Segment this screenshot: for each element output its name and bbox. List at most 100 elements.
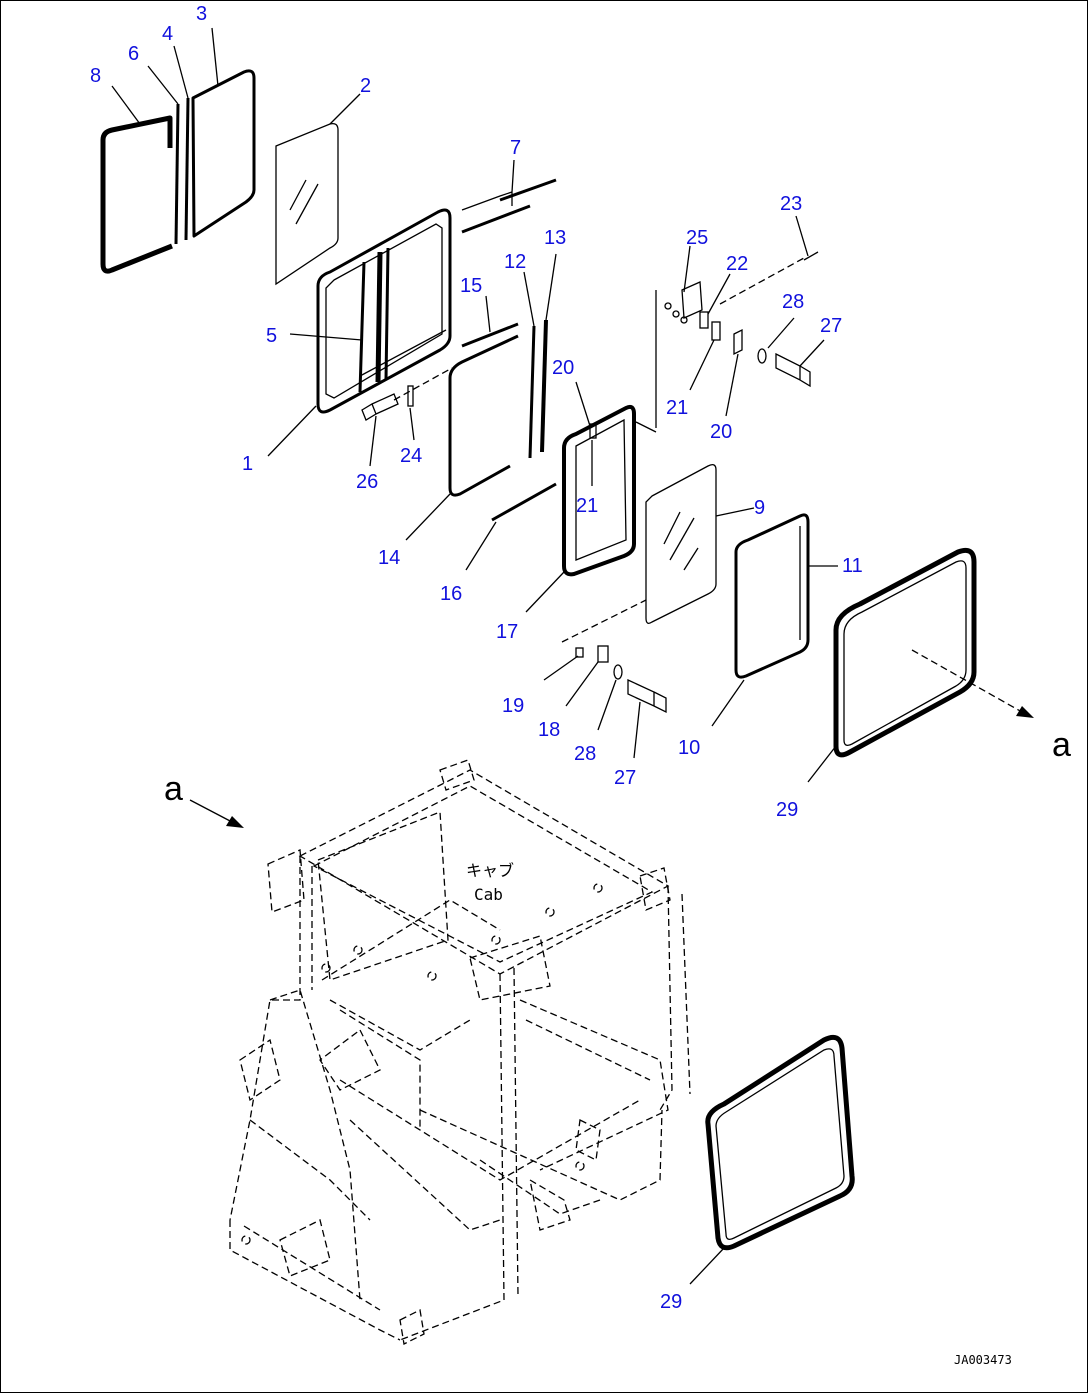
part-17-inner (575, 418, 627, 561)
part-7-strip (461, 204, 531, 234)
part-25-screw (680, 316, 688, 324)
part-7-leader (461, 191, 513, 211)
callout-8: 8 (90, 65, 101, 87)
callout-1: 1 (242, 453, 253, 475)
part-25-bracket (681, 281, 703, 319)
callout-4: 4 (162, 23, 173, 45)
cab-frame (229, 759, 691, 1345)
part-1-inner (325, 223, 443, 399)
part-20-bracket (733, 328, 743, 356)
part-1-divider (384, 247, 390, 381)
part-17-frame (562, 404, 636, 577)
part-26-bolt (361, 393, 399, 421)
part-25-screw (664, 302, 672, 310)
callout-29a: 29 (776, 799, 798, 821)
callout-10: 10 (678, 737, 700, 759)
part-1-rail (359, 329, 447, 377)
part-28-washer (757, 348, 767, 364)
part-6-strip (174, 103, 180, 245)
part-18-clip (597, 645, 609, 663)
part-5-strip (358, 261, 366, 393)
callout-11: 11 (842, 555, 863, 577)
callout-27b: 27 (614, 767, 636, 789)
callout-15: 15 (460, 275, 482, 297)
glass-hatch (289, 179, 307, 211)
part-9-glass (645, 464, 717, 624)
part-15-strip (461, 322, 519, 348)
callout-28a: 28 (782, 291, 804, 313)
callout-29b: 29 (660, 1291, 682, 1313)
part-13-strip (540, 319, 548, 453)
part-27-bolt (775, 352, 811, 388)
part-22-clip (699, 311, 709, 329)
part-1-frame (316, 208, 452, 414)
callout-12: 12 (504, 251, 526, 273)
part-2-glass (275, 122, 339, 286)
glass-hatch (669, 517, 695, 561)
part-12-strip (528, 325, 536, 459)
callout-17: 17 (496, 621, 518, 643)
part-1-divider (375, 251, 383, 383)
dash-link (393, 367, 453, 401)
callout-14: 14 (378, 547, 400, 569)
part-16-strip (491, 482, 557, 522)
callout-9: 9 (754, 497, 765, 519)
dash-link (561, 599, 647, 643)
callout-24: 24 (400, 445, 422, 467)
callout-6: 6 (128, 43, 139, 65)
callout-18: 18 (538, 719, 560, 741)
part-3-frame (191, 69, 256, 238)
leader-lines (111, 27, 838, 1285)
callout-21a: 21 (666, 397, 688, 419)
callout-26: 26 (356, 471, 378, 493)
callout-3: 3 (196, 3, 207, 25)
part-11-frame (734, 513, 810, 679)
part-14-frame (448, 334, 519, 497)
callout-21b: 21 (576, 495, 598, 517)
glass-hatch (663, 511, 681, 545)
callout-28b: 28 (574, 743, 596, 765)
part-29-seal-lower (705, 1034, 855, 1251)
part-4-strip (184, 97, 190, 241)
view-arrow-in (189, 799, 233, 823)
glass-hatch (683, 547, 699, 571)
callout-20a: 20 (552, 357, 574, 379)
callout-25: 25 (686, 227, 708, 249)
callout-23: 23 (780, 193, 802, 215)
part-23-pin (803, 251, 819, 261)
part-21-clip (711, 321, 721, 341)
part-29-seal-upper-inner (843, 560, 967, 746)
part-7-strip (499, 178, 557, 202)
part-25-screw (672, 310, 680, 318)
cab-label-jp: キャブ (466, 861, 514, 880)
view-label-out: a (1052, 726, 1071, 764)
view-label-in: a (164, 770, 183, 808)
callouts: 8 6 4 3 2 7 23 25 13 22 12 15 28 5 27 20… (90, 3, 863, 1313)
callout-16: 16 (440, 583, 462, 605)
part-8-frame (100, 115, 173, 274)
cab-label-en: Cab (474, 885, 503, 904)
callout-2: 2 (360, 75, 371, 97)
part-27-bolt (627, 678, 667, 714)
part-28-washer (613, 664, 623, 680)
part-19-clip (575, 647, 584, 658)
drawing-number: JA003473 (954, 1353, 1012, 1367)
callout-27a: 27 (820, 315, 842, 337)
callout-22: 22 (726, 253, 748, 275)
view-arrow-out (911, 649, 1023, 713)
callout-13: 13 (544, 227, 566, 249)
callout-19: 19 (502, 695, 524, 717)
glass-hatch (295, 183, 319, 225)
view-arrowhead (1016, 706, 1034, 718)
part-24-pin (407, 385, 414, 407)
part-21-clip (589, 423, 597, 439)
callout-20b: 20 (710, 421, 732, 443)
bracket-line (635, 290, 657, 433)
part-29-seal-upper (833, 547, 977, 758)
part-29-seal-lower-inner (715, 1048, 845, 1240)
dash-link (719, 257, 805, 305)
view-arrowhead (226, 816, 244, 828)
callout-5: 5 (266, 325, 277, 347)
